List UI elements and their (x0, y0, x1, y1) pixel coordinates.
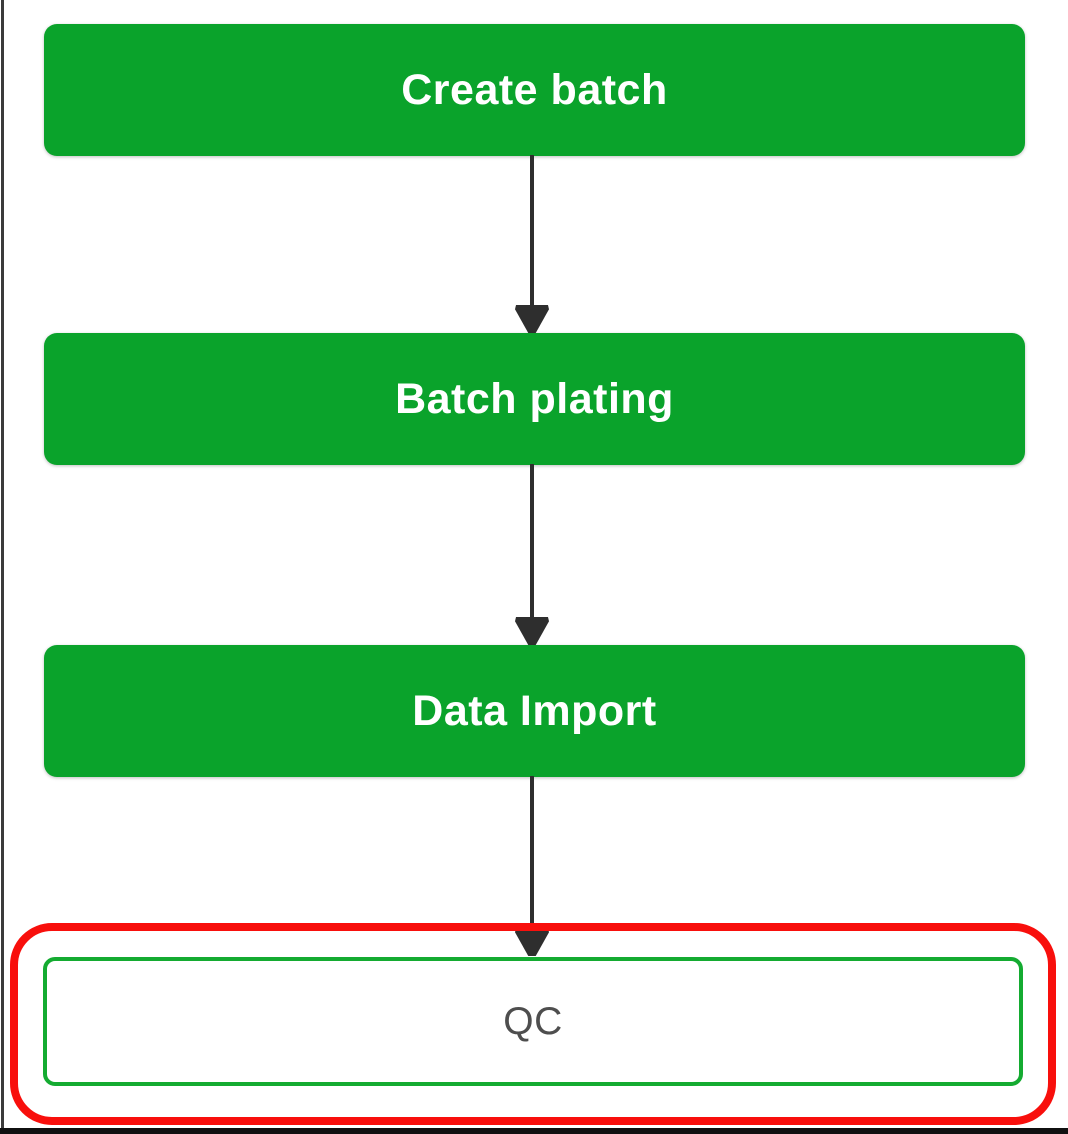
node-batch-plating[interactable]: Batch plating (44, 333, 1025, 465)
arrow-line (530, 155, 534, 306)
arrow-head-icon (515, 928, 549, 956)
node-create-batch[interactable]: Create batch (44, 24, 1025, 156)
frame-border-bottom (0, 1128, 1068, 1134)
node-data-import[interactable]: Data Import (44, 645, 1025, 777)
frame-border-left (1, 0, 4, 1134)
arrow-head-icon (515, 305, 549, 333)
node-create-batch-label: Create batch (401, 65, 668, 114)
node-qc-label: QC (503, 999, 563, 1043)
arrow-head-icon (515, 617, 549, 645)
node-data-import-label: Data Import (412, 686, 657, 735)
arrow-line (530, 464, 534, 618)
node-batch-plating-label: Batch plating (395, 374, 674, 423)
arrow-line (530, 776, 534, 929)
node-qc[interactable]: QC (43, 957, 1023, 1086)
